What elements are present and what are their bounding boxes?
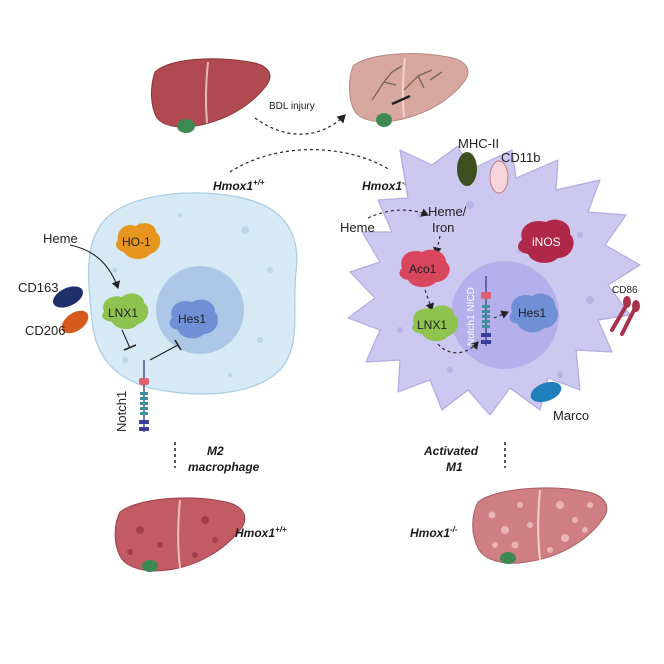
mhc2-receptor [457,152,477,186]
m1-label-2: M1 [446,460,463,474]
marco-label: Marco [553,408,589,423]
liver-wt-bottom [114,497,246,572]
cd86-label: CD86 [612,285,638,296]
heme-to-lnx1-arrow [69,244,120,290]
bottom-wt-label: Hmox1+/+ [235,525,287,540]
mhc2-label: MHC-II [458,136,499,151]
liver-ko-bottom [472,487,608,564]
cd163-receptor [53,286,83,308]
notch1-label: Notch1 [114,391,129,432]
hes1-right-protein: Hes1 [509,293,558,333]
lnx1-inhibits-notch1 [121,329,131,349]
ho1-label: HO-1 [122,235,151,249]
hmox1-wt-label: Hmox1+/+ [213,178,265,193]
cd163-label: CD163 [18,280,58,295]
lnx1-right-label: LNX1 [417,318,447,332]
lnx1-left-protein: LNX1 [102,293,149,330]
bottom-ko-label: Hmox1-/- [410,525,458,540]
m1-label-1: Activated [423,444,479,458]
cd11b-receptor [489,160,509,194]
marco-receptor [530,381,562,403]
notch1-right-receptor [481,276,491,346]
heme-iron-label-2: Iron [432,220,454,235]
bdl-injury-label: BDL injury [269,101,315,112]
m2-macrophage-cell [87,192,298,395]
cd86-receptor [610,296,640,336]
lnx1-left-label: LNX1 [108,306,138,320]
heme-entry-arrow [367,208,430,219]
notch1-nicd-label: Notch1 NICD [466,287,477,346]
nicd-to-hes1-arrow [493,310,510,319]
liver-healthy-top [151,58,271,133]
bdl-arrow [254,114,346,135]
cd206-receptor [61,310,89,334]
genotype-arc [229,149,391,173]
aco1-protein: Aco1 [399,249,450,288]
cd206-label: CD206 [25,323,65,338]
hes1-left-label: Hes1 [178,312,206,326]
heme-right-label: Heme [340,220,375,235]
lnx1-right-protein: LNX1 [412,305,459,342]
inos-protein: iNOS [518,219,574,263]
notch1-inhibits-hes1 [149,344,179,361]
m2-label-2: macrophage [188,460,260,474]
hes1-right-label: Hes1 [518,306,546,320]
ho1-protein: HO-1 [116,223,161,260]
heme-iron-label-1: Heme/ [428,204,467,219]
liver-injured-top [349,53,469,127]
cd11b-label: CD11b [501,150,541,165]
aco1-label: Aco1 [409,262,437,276]
hmox1-ko-label: Hmox1-/- [362,178,410,193]
hes1-left-protein: Hes1 [169,299,218,339]
m2-label-1: M2 [207,444,224,458]
heme-left-label: Heme [43,231,78,246]
notch1-left-receptor [139,360,149,432]
inos-label: iNOS [532,235,561,249]
